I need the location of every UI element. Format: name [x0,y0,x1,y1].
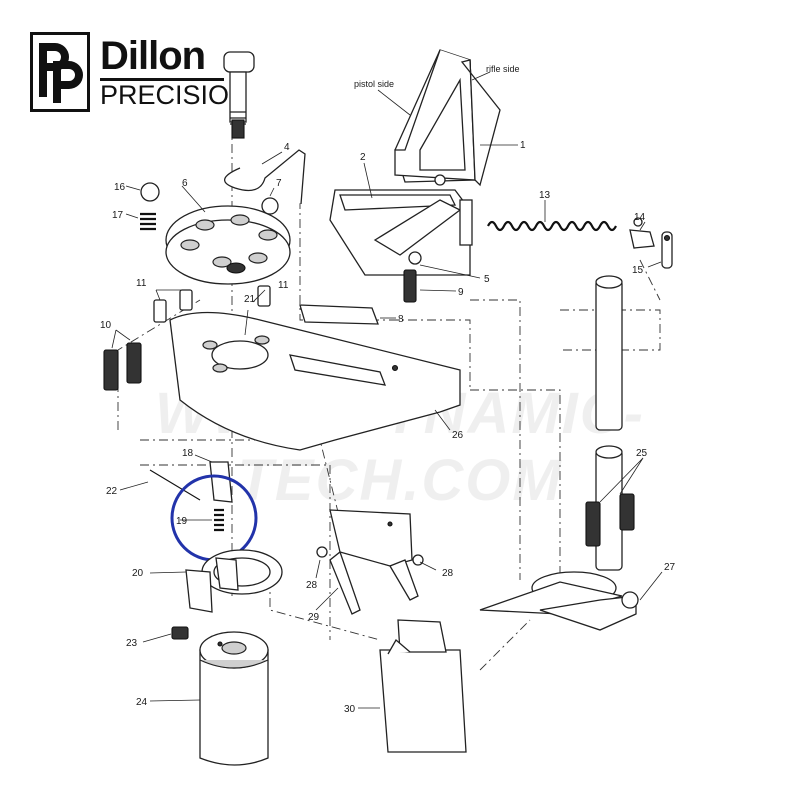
callout-11-left: 11 [136,278,147,289]
part-9-screw [403,269,457,303]
callout-22: 22 [106,486,118,497]
part-25-column [585,275,635,571]
part-17-spring [125,212,156,231]
assembly-guide-lines [117,125,661,671]
part-6-shellplate [165,205,291,285]
brand-sub: PRECISION [100,80,249,110]
part-13-spring [487,200,617,232]
part-27-handle [479,571,639,631]
callout-17: 17 [112,210,124,221]
part-15-pin [647,231,673,269]
brand-rule [100,78,224,81]
callout-4: 4 [284,142,290,153]
callout-11-right: 11 [278,280,289,291]
dp-monogram-icon [39,43,83,103]
part-16-ball [125,182,160,202]
part-20-bracket [185,549,283,613]
part-2-slide [329,162,473,276]
callout-18: 18 [182,448,194,459]
part-24-cylinder [199,631,269,766]
callout-16: 16 [114,182,126,193]
callout-26: 26 [452,430,464,441]
part-29-bracket [329,509,419,615]
callout-28-right: 28 [442,568,454,579]
part-10-cap-screws [103,342,142,391]
top-shoulder-bolt [223,51,255,139]
callout-14: 14 [634,212,646,223]
callout-10: 10 [100,320,112,331]
part-4-clip [224,149,306,205]
part-23-setscrew [171,626,189,640]
dp-logo-mark [30,32,90,112]
callout-27: 27 [664,562,676,573]
callout-20: 20 [132,568,144,579]
callout-28-left: 28 [306,580,318,591]
callout-29: 29 [308,612,320,623]
callout-7: 7 [276,178,282,189]
callout-6: 6 [182,178,188,189]
part-14-plunger [629,217,655,249]
callout-30: 30 [344,704,356,715]
part-26-platform [169,311,461,451]
part-19-spring [214,508,224,532]
callout-24: 24 [136,697,148,708]
dillon-precision-logo: Dillon PRECISION [30,32,249,114]
pistol-side-label-top: pistol side [354,79,394,89]
part-22-rod [119,469,201,501]
callout-23: 23 [126,638,138,649]
callout-8: 8 [398,314,404,325]
callout-5: 5 [484,274,490,285]
part-8-plate [299,304,396,325]
callout-21: 21 [244,294,256,305]
part-28-screws [316,546,424,566]
callout-19: 19 [176,516,188,527]
callout-25: 25 [636,448,648,459]
part-11-screws [153,285,271,323]
rifle-side-label-top: rifle side [486,64,520,74]
callout-9: 9 [458,287,464,298]
part-7-ball [261,197,279,215]
callout-2: 2 [360,152,366,163]
callout-15: 15 [632,265,644,276]
callout-13: 13 [539,190,551,201]
part-1-bracket [377,49,518,187]
brand-name: Dillon [100,34,206,78]
part-18-pawl [194,454,233,503]
callout-1: 1 [520,140,526,151]
callout-leaders [111,151,663,709]
part-30-bin [379,619,467,753]
